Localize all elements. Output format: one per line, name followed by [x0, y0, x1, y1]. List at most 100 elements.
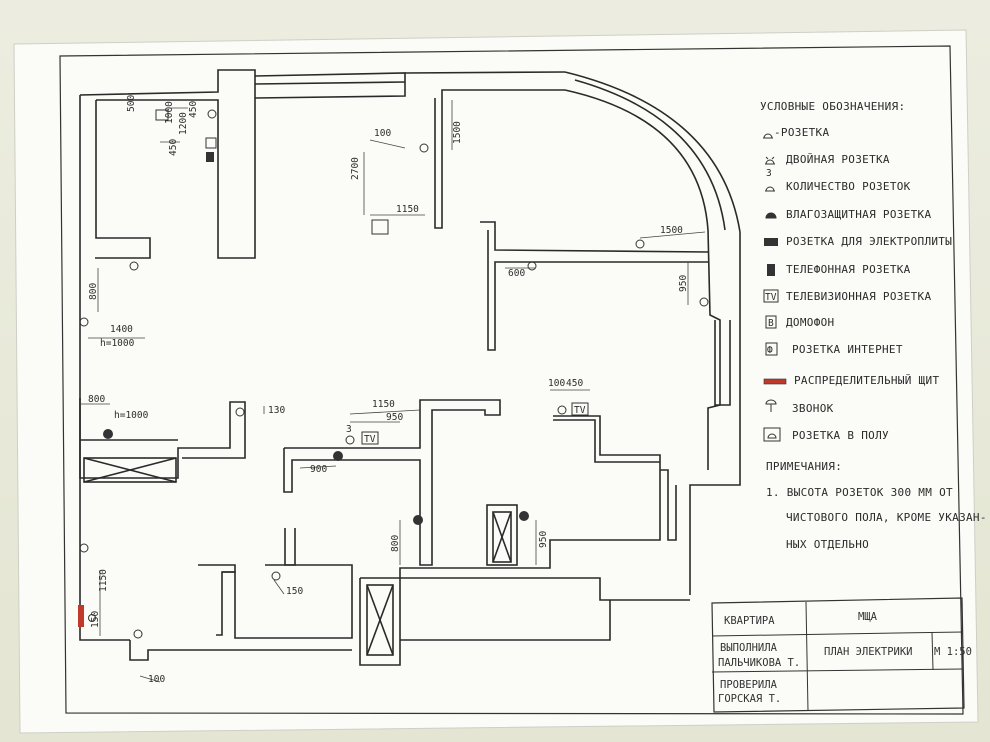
- window: [714, 320, 731, 406]
- phone-socket-icon: [206, 152, 214, 162]
- dimension-lines: [80, 100, 706, 683]
- distribution-board-icon: [78, 605, 84, 627]
- legend-label: ВЛАГОЗАЩИТНАЯ РОЗЕТКА: [786, 208, 931, 221]
- legend-label: ТЕЛЕФОННАЯ РОЗЕТКА: [786, 263, 911, 276]
- wall: [707, 229, 721, 470]
- legend-label: ДВОЙНАЯ РОЗЕТКА: [786, 153, 890, 166]
- dim-label: h=1000: [100, 338, 135, 349]
- shaft-cross: [366, 584, 394, 656]
- drawing-title: ПЛАН ЭЛЕКТРИКИ: [824, 646, 913, 658]
- curved-wall: [574, 79, 726, 231]
- curved-wall: [564, 71, 741, 233]
- note-line: НЫХ ОТДЕЛЬНО: [786, 538, 869, 551]
- socket-icon: [557, 405, 567, 415]
- legend-label: ДОМОФОН: [786, 316, 834, 329]
- waterproof-socket-icon: [765, 212, 777, 219]
- dim-label: 100: [548, 378, 565, 389]
- dim-label: 100: [148, 674, 165, 685]
- legend-label: ЗВОНОК: [792, 402, 834, 415]
- dim-label: 1500: [452, 121, 463, 144]
- socket-icon: [345, 435, 355, 445]
- socket-icon: [79, 317, 89, 327]
- wall: [254, 72, 406, 99]
- socket-icon: [271, 571, 281, 581]
- socket-count-icon: [765, 186, 775, 192]
- legend-label: РОЗЕТКА ДЛЯ ЭЛЕКТРОПЛИТЫ: [786, 235, 952, 248]
- legend-symbol: В: [768, 318, 774, 329]
- wall: [198, 564, 236, 636]
- doorbell-icon: [765, 399, 777, 412]
- legend-label: КОЛИЧЕСТВО РОЗЕТОК: [786, 180, 911, 193]
- note-line: 1. ВЫСОТА РОЗЕТОК 300 ММ ОТ: [766, 486, 953, 499]
- legend-label: ТЕЛЕВИЗИОННАЯ РОЗЕТКА: [786, 290, 931, 303]
- tv-socket-icon: [361, 431, 379, 445]
- dim-label: 450: [188, 101, 199, 118]
- internet-socket-icon: [205, 137, 217, 149]
- dim-label: 950: [386, 412, 403, 423]
- dimension-labels: 500 1000 450 1200 450 100 2700 1500 1150…: [88, 95, 689, 685]
- wall: [689, 232, 741, 595]
- checked-name: ГОРСКАЯ Т.: [718, 693, 781, 705]
- floor-socket-icon: [763, 427, 781, 442]
- plan-symbols: 3 TV TV: [78, 109, 709, 639]
- wall: [660, 469, 677, 541]
- floor-socket-icon: [371, 219, 389, 235]
- wall: [254, 81, 406, 85]
- shaft-cross: [83, 457, 177, 483]
- distribution-board-icon: [763, 378, 787, 385]
- dim-label: 1150: [396, 204, 419, 215]
- socket-icon: [527, 261, 537, 271]
- dim-label: 800: [88, 283, 99, 300]
- dim-label: 1150: [372, 399, 395, 410]
- waterproof-socket-icon: [333, 451, 343, 461]
- wall: [399, 415, 690, 601]
- tv-marker: TV: [574, 405, 586, 416]
- dim-label: 150: [286, 586, 303, 597]
- wall: [434, 89, 565, 229]
- legend-label: РОЗЕТКА ИНТЕРНЕТ: [792, 343, 903, 356]
- checked-label: ПРОВЕРИЛА: [720, 679, 778, 691]
- dim-label: 1000: [164, 101, 175, 124]
- floor-socket-inner-icon: [767, 433, 777, 439]
- intercom-icon: [765, 315, 777, 329]
- doorbell-icon: [88, 614, 96, 622]
- note-line: ЧИСТОВОГО ПОЛА, КРОМЕ УКАЗАН-: [786, 511, 987, 524]
- performed-label: ВЫПОЛНИЛА: [720, 642, 778, 654]
- socket-count: 3: [766, 168, 772, 179]
- wall: [95, 100, 151, 259]
- stove-socket-icon: [764, 238, 778, 246]
- performed-name: ПАЛЬЧИКОВА Т.: [718, 657, 800, 669]
- phone-socket-icon: [767, 264, 775, 276]
- dim-label: 1150: [98, 569, 109, 592]
- drawing-frame: [59, 45, 964, 715]
- legend-symbol: TV: [765, 292, 777, 303]
- waterproof-socket-icon: [413, 515, 423, 525]
- dim-label: 800: [88, 394, 105, 405]
- tv-socket-icon: [571, 402, 589, 416]
- wall: [487, 230, 708, 351]
- socket-icon: [699, 297, 709, 307]
- curved-wall: [564, 89, 709, 231]
- legend-symbol: Ф: [767, 345, 773, 356]
- socket-icon: [129, 261, 139, 271]
- dim-label: 800: [390, 535, 401, 552]
- school-label: МЩА: [858, 611, 878, 623]
- dim-label: 900: [310, 464, 327, 475]
- socket-icon: [763, 133, 773, 139]
- notes-title: ПРИМЕЧАНИЯ:: [766, 460, 842, 473]
- wall: [359, 577, 401, 666]
- socket-icon: [419, 143, 429, 153]
- dim-label: 1500: [660, 225, 683, 236]
- dim-label: 500: [126, 95, 137, 112]
- dim-label: 2700: [350, 157, 361, 180]
- dim-label: 1200: [178, 112, 189, 135]
- legend-label: РОЗЕТКА В ПОЛУ: [792, 429, 889, 442]
- internet-socket-icon: [765, 342, 778, 356]
- wall: [480, 221, 709, 253]
- wall: [553, 419, 660, 463]
- wall: [79, 398, 246, 479]
- double-socket-icon: [765, 156, 775, 165]
- socket-icon: [133, 629, 143, 639]
- floor-plan: [79, 69, 741, 666]
